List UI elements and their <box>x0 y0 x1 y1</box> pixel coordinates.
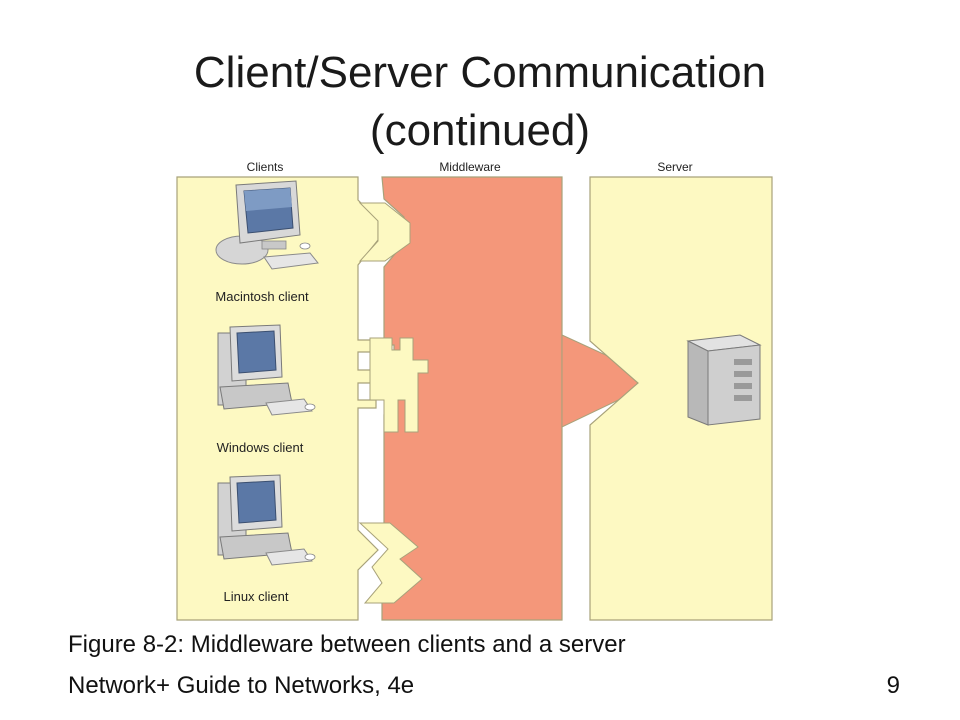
client-label-linux: Linux client <box>223 589 288 604</box>
linux-connector <box>358 522 423 604</box>
server-panel-shape <box>589 176 773 621</box>
middleware-column-label: Middleware <box>439 160 501 174</box>
windows-connector <box>369 337 429 433</box>
windows-pc-icon <box>217 324 316 416</box>
client-label-macintosh: Macintosh client <box>215 289 309 304</box>
server-panel <box>589 176 773 621</box>
page-number: 9 <box>886 672 900 699</box>
middleware-diagram: Clients Middleware Server Macintosh clie… <box>176 160 773 621</box>
slide-title: Client/Server Communication (continued) <box>0 44 960 160</box>
mac-connector <box>358 202 411 262</box>
client-label-windows: Windows client <box>217 440 304 455</box>
title-line-1: Client/Server Communication <box>193 48 767 97</box>
server-column-label: Server <box>657 160 692 174</box>
title-line-2: (continued) <box>369 106 591 155</box>
figure-caption: Figure 8-2: Middleware between clients a… <box>68 631 626 658</box>
server-tower-icon <box>686 334 762 426</box>
middleware-band <box>358 176 563 621</box>
clients-column-label: Clients <box>247 160 284 174</box>
macintosh-computer-icon <box>215 180 319 270</box>
linux-pc-icon <box>217 474 316 566</box>
footer-book-title: Network+ Guide to Networks, 4e <box>68 672 415 699</box>
